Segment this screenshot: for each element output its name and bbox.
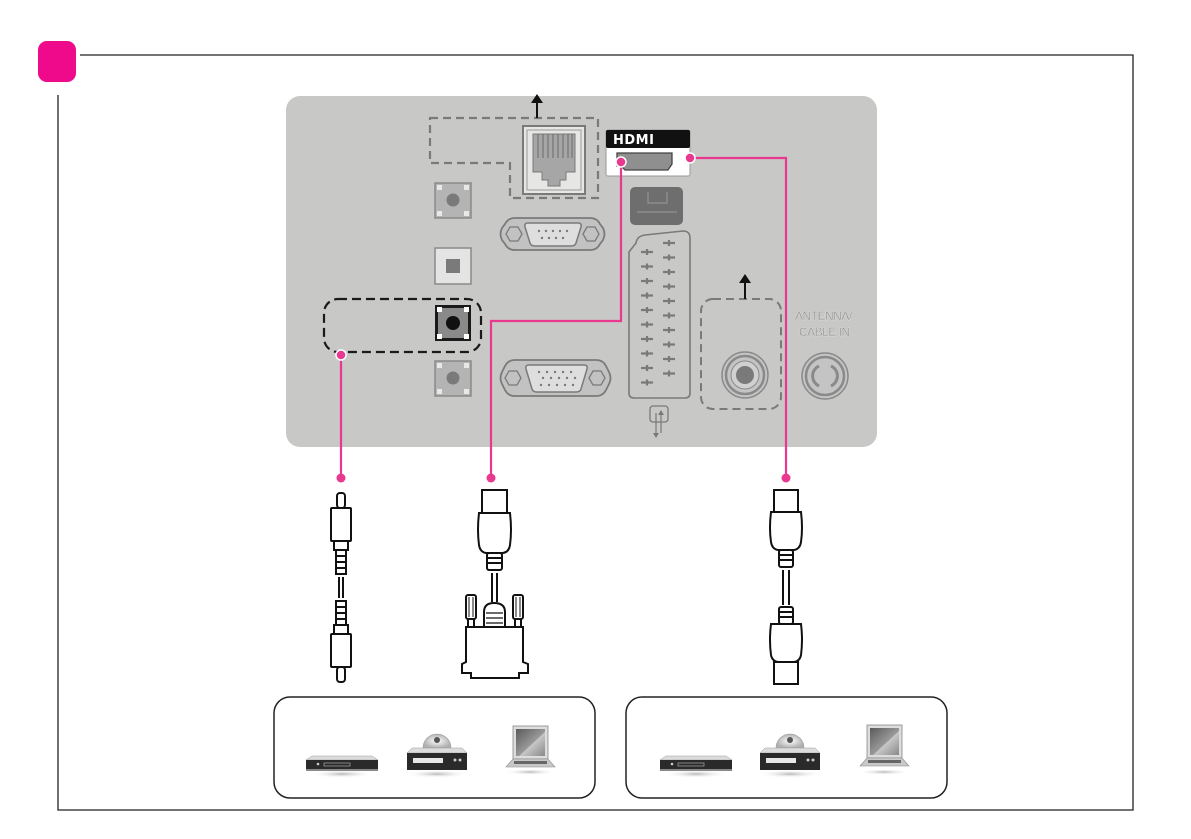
audio-jack-lower xyxy=(435,361,471,396)
set-top-box-icon xyxy=(660,756,732,778)
set-top-box-icon xyxy=(306,756,378,778)
device-group-left xyxy=(274,697,595,798)
audio-jack-pc xyxy=(435,305,471,341)
step-marker xyxy=(38,41,76,82)
hdmi-dvi-cable xyxy=(462,490,528,678)
audio-jack-upper xyxy=(435,183,471,218)
device-group-right xyxy=(626,697,947,798)
optical-port xyxy=(435,248,471,284)
hdmi-port: HDMI xyxy=(606,130,690,176)
usb-port xyxy=(630,187,683,225)
antenna-label-line2: CABLE IN xyxy=(799,325,850,339)
audio-cable xyxy=(331,493,351,682)
hdmi-label: HDMI xyxy=(613,133,654,148)
antenna-label-line1: ANTENNA/ xyxy=(795,309,853,323)
rs232c-port xyxy=(501,218,605,250)
rgb-port xyxy=(501,360,611,396)
hdmi-cable xyxy=(770,490,802,684)
